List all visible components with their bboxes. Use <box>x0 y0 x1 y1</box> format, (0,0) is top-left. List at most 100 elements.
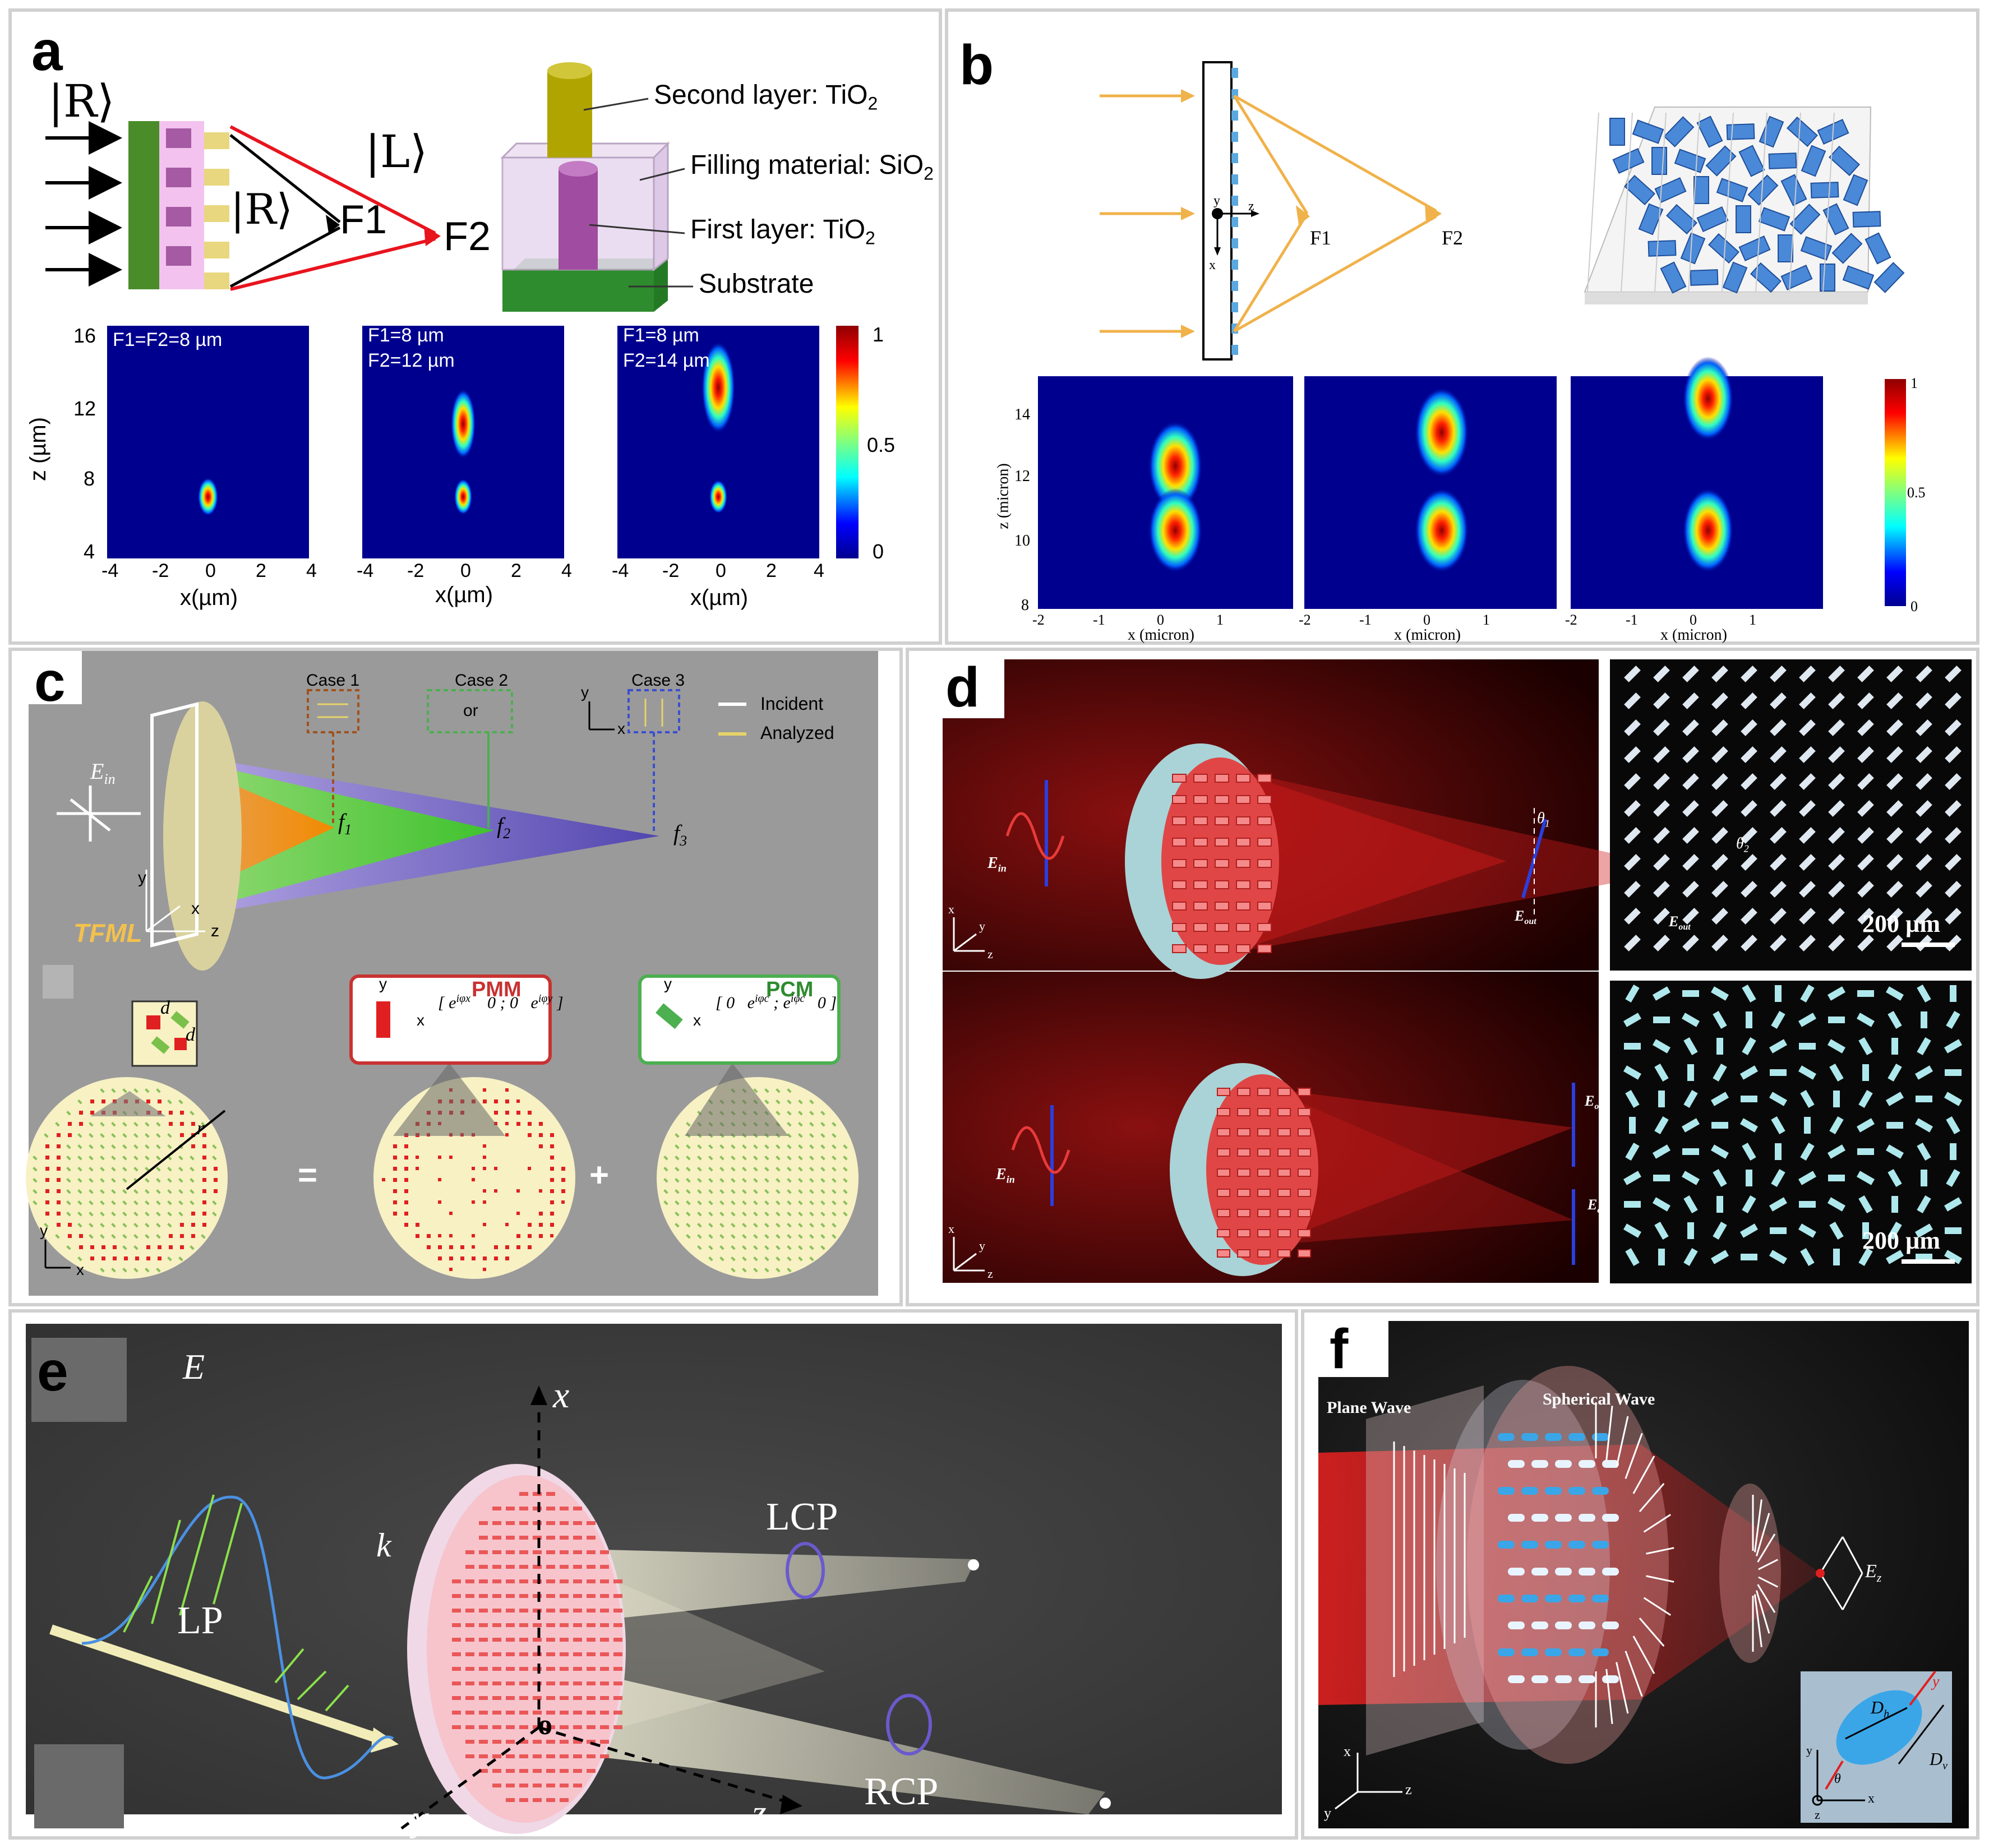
d-sem-bar <box>1891 1038 1898 1055</box>
f-meta-pillar <box>1545 1433 1562 1441</box>
panel-b-cbar-0: 0 <box>1910 599 1918 614</box>
e-meta-atom <box>492 1740 501 1744</box>
d-sem-bar <box>1741 1096 1757 1102</box>
c-red-atom <box>472 1245 475 1249</box>
f-inset-axis-y2: y <box>1806 1744 1812 1757</box>
e-meta-atom <box>600 1609 609 1613</box>
d-meta-atom <box>1298 1129 1310 1136</box>
e-meta-atom <box>479 1579 488 1583</box>
panel-a-xlabel-1: x(µm) <box>180 586 238 609</box>
e-meta-atom <box>587 1769 596 1773</box>
d-meta-atom <box>1258 796 1271 803</box>
e-meta-atom <box>573 1711 582 1715</box>
c-red-atom <box>404 1178 408 1182</box>
e-meta-atom <box>519 1681 528 1685</box>
e-meta-atom <box>519 1667 528 1671</box>
e-meta-atom <box>546 1594 555 1598</box>
d-meta-atom <box>1278 1169 1290 1176</box>
f-meta-pillar <box>1592 1648 1609 1656</box>
c-ein: Ein <box>90 760 116 787</box>
c-red-atom <box>382 1178 385 1181</box>
d-meta-atom <box>1215 923 1229 931</box>
f-meta-pillar <box>1579 1460 1595 1468</box>
b-nanofin <box>1727 124 1755 140</box>
d-meta-atom <box>1236 860 1250 867</box>
d-sem-bar <box>1886 1122 1903 1129</box>
c-red-atom <box>483 1256 487 1260</box>
e-meta-atom <box>573 1754 582 1758</box>
d-meta-atom <box>1258 923 1271 931</box>
c-red-atom <box>146 1245 150 1249</box>
c-red-atom <box>79 1245 83 1249</box>
e-RCP: RCP <box>864 1772 938 1812</box>
c-red-atom <box>539 1223 543 1227</box>
e-meta-atom <box>587 1609 596 1613</box>
map2-title-1: F1=8 µm <box>368 326 444 345</box>
c-red-atom <box>57 1144 61 1148</box>
f-meta-pillar <box>1545 1595 1562 1602</box>
d-meta-atom <box>1258 1129 1270 1136</box>
c-red-atom <box>79 1111 83 1115</box>
f-meta-pillar <box>1521 1433 1538 1441</box>
c-red-atom <box>528 1223 532 1227</box>
e-meta-atom <box>573 1507 582 1510</box>
b-meta-atom <box>1231 132 1238 142</box>
e-meta-atom <box>546 1652 555 1656</box>
d-meta-atom <box>1298 1189 1310 1196</box>
e-meta-atom <box>506 1667 515 1671</box>
f-meta-pillar <box>1521 1595 1538 1602</box>
c-red-atom <box>180 1122 184 1126</box>
focal-spot <box>1415 387 1469 477</box>
e-meta-atom <box>506 1784 515 1787</box>
e-meta-atom <box>519 1784 528 1787</box>
d-sem-bar <box>1770 1069 1787 1076</box>
e-meta-atom <box>587 1754 596 1758</box>
e-meta-atom <box>573 1565 582 1569</box>
c-pcm-axis-x: x <box>693 1013 701 1028</box>
d-sem-bar <box>1658 1249 1665 1265</box>
e-meta-atom <box>600 1681 609 1685</box>
e-meta-atom <box>519 1536 528 1540</box>
e-k: k <box>376 1528 391 1562</box>
c-red-atom <box>483 1156 486 1159</box>
c-red-atom <box>516 1122 520 1126</box>
e-meta-atom <box>560 1507 569 1510</box>
e-meta-atom <box>613 1667 622 1671</box>
c-red-atom <box>494 1099 498 1103</box>
c-red-atom <box>191 1212 195 1216</box>
d-meta-atom <box>1278 1149 1290 1156</box>
d-sem-bar <box>1857 990 1874 997</box>
c-red-atom <box>427 1245 431 1249</box>
c-red-atom <box>393 1200 397 1204</box>
c-case2: Case 2 <box>455 672 508 689</box>
b-axis-y: y <box>1213 194 1220 207</box>
map2-title-2: F2=12 µm <box>368 351 455 370</box>
c-eq: = <box>298 1158 317 1192</box>
e-meta-atom <box>533 1492 542 1496</box>
c-red-atom <box>438 1178 441 1181</box>
d-theta2: θ2 <box>1736 836 1749 854</box>
e-meta-atom <box>573 1696 582 1700</box>
c-red-atom <box>191 1122 195 1126</box>
substrate-green <box>128 121 159 289</box>
c-red-atom <box>416 1223 419 1227</box>
e-meta-atom <box>479 1711 488 1715</box>
e-meta-atom <box>533 1681 542 1685</box>
e-meta-atom <box>546 1798 555 1802</box>
c-red-atom <box>550 1189 554 1193</box>
d-sem-bar <box>1833 1091 1840 1107</box>
d-sem-bar <box>1921 1011 1927 1028</box>
b-nanofin <box>1736 206 1751 233</box>
e-meta-atom <box>613 1652 622 1656</box>
c-red-atom <box>505 1245 509 1249</box>
d-sem-bar <box>1775 985 1782 1002</box>
c-red-atom <box>68 1122 72 1126</box>
c-red-atom <box>404 1212 408 1216</box>
e-meta-atom <box>600 1725 609 1729</box>
d-meta-atom <box>1238 1250 1250 1257</box>
d-scalebar-bottom <box>1902 1259 1955 1264</box>
d-meta-atom <box>1238 1149 1250 1156</box>
e-meta-atom <box>600 1754 609 1758</box>
c-red-atom <box>539 1122 543 1126</box>
panel-a-cbar-0: 0 <box>873 542 884 562</box>
